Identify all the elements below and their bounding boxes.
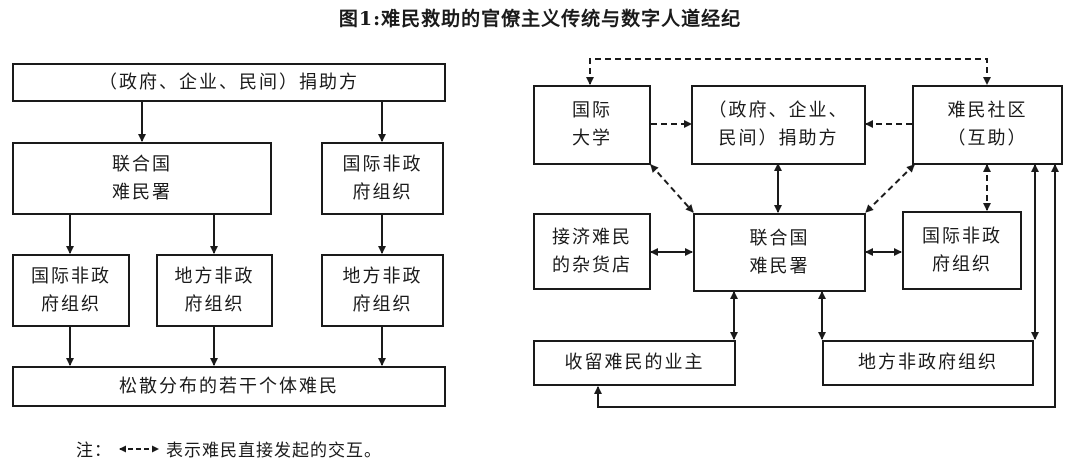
dashed-top-loop (586, 58, 991, 85)
right-donors-line2: 民间）捐助方 (718, 128, 839, 149)
right-community-line1: 难民社区 (947, 100, 1028, 121)
dashed-arrow-legend-icon (119, 445, 159, 452)
right-donors-box: （政府、企业、 民间）捐助方 (691, 85, 866, 165)
right-local-ngo-box: 地方非政府组织 (822, 340, 1034, 386)
right-donors-line1: （政府、企业、 (708, 100, 849, 121)
right-grocery-line1: 接济难民 (552, 226, 632, 248)
arrow-community-landlord-loop (594, 164, 1059, 408)
left-donors-label: （政府、企业、民间）捐助方 (99, 71, 359, 93)
note-text: 表示难民直接发起的交互。 (166, 441, 382, 461)
left-intl-ngo-line2: 府组织 (352, 181, 413, 203)
left-unhcr-box: 联合国 难民署 (12, 142, 272, 215)
left-unhcr-line1: 联合国 (112, 153, 172, 175)
left-local-ngo-1-box: 地方非政 府组织 (156, 254, 273, 327)
right-unhcr-line2: 难民署 (749, 255, 810, 277)
right-intl-ngo-line1: 国际非政 (922, 225, 1002, 247)
right-university-box: 国际 大学 (533, 85, 651, 165)
right-university-line1: 国际 (572, 100, 612, 121)
left-refugees-box: 松散分布的若干个体难民 (12, 366, 446, 407)
right-unhcr-line1: 联合国 (749, 227, 810, 249)
right-grocery-line2: 的杂货店 (552, 254, 632, 276)
right-local-ngo-label: 地方非政府组织 (858, 352, 998, 373)
left-donors-box: （政府、企业、民间）捐助方 (12, 63, 446, 102)
left-local-ngo-2-box: 地方非政 府组织 (321, 254, 444, 327)
figure-title: 图1:难民救助的官僚主义传统与数字人道经纪 (338, 8, 742, 30)
note-prefix: 注： (76, 441, 112, 461)
right-community-line2: （互助） (947, 128, 1028, 149)
dashed-university-unhcr (650, 164, 694, 213)
right-landlord-box: 收留难民的业主 (533, 340, 736, 386)
left-intl-ngo-2-line2: 府组织 (41, 293, 101, 315)
right-community-box: 难民社区 （互助） (912, 85, 1063, 165)
left-local-ngo-1-line2: 府组织 (184, 293, 245, 315)
left-local-ngo-2-line2: 府组织 (352, 293, 413, 315)
left-intl-ngo-2-line1: 国际非政 (31, 265, 111, 287)
right-grocery-box: 接济难民 的杂货店 (533, 213, 651, 290)
dashed-community-unhcr (865, 164, 915, 213)
left-unhcr-line2: 难民署 (112, 181, 172, 203)
left-intl-ngo-2-box: 国际非政 府组织 (12, 254, 130, 327)
right-intl-ngo-line2: 府组织 (932, 253, 992, 275)
right-intl-ngo-box: 国际非政 府组织 (902, 211, 1022, 290)
left-intl-ngo-box: 国际非政 府组织 (321, 142, 444, 215)
left-local-ngo-2-line1: 地方非政 (342, 265, 423, 287)
right-landlord-label: 收留难民的业主 (564, 352, 705, 373)
figure-note: 注： 表示难民直接发起的交互。 (76, 436, 382, 461)
left-intl-ngo-line1: 国际非政 (342, 153, 423, 175)
right-university-line2: 大学 (572, 128, 612, 149)
right-unhcr-box: 联合国 难民署 (693, 213, 866, 292)
left-refugees-label: 松散分布的若干个体难民 (119, 375, 339, 397)
left-local-ngo-1-line1: 地方非政 (174, 265, 255, 287)
